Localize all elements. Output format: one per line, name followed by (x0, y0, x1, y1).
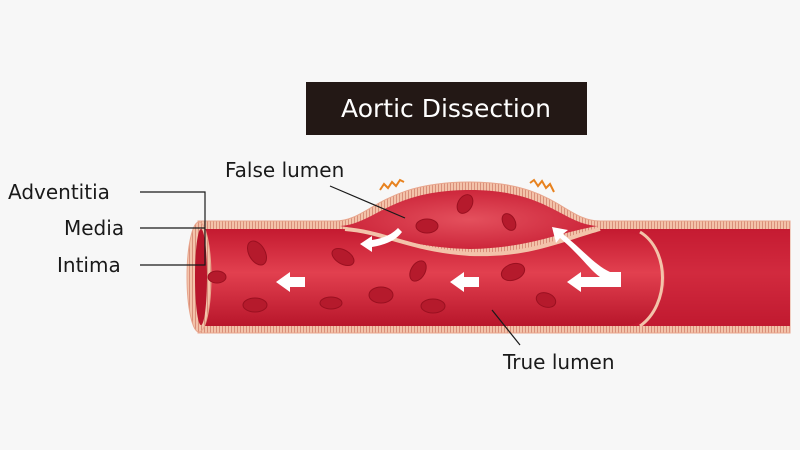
blood-cell (535, 292, 557, 308)
title-text: Aortic Dissection (341, 94, 551, 123)
blood-cell (409, 260, 427, 282)
flow-arrow-left-icon (450, 272, 479, 292)
blood-cell (456, 194, 474, 214)
flow-arrow-left-icon (276, 272, 305, 292)
pain-marks (379, 178, 555, 193)
pain-squiggle-icon (529, 178, 555, 193)
flow-arrows (276, 227, 621, 292)
label-true-lumen: True lumen (502, 350, 615, 374)
label-intima: Intima (57, 253, 121, 277)
blood-cell (207, 270, 227, 284)
blood-cell (247, 240, 267, 266)
vessel-lumen-opening (195, 229, 207, 325)
flow-arrow-reentry-icon (360, 228, 402, 252)
blood-cell (331, 247, 355, 267)
blood-cell (242, 297, 268, 313)
pain-squiggle-icon (379, 178, 405, 191)
layer-leaders (140, 185, 521, 346)
blood-cell (415, 218, 439, 234)
false-lumen-area (340, 190, 598, 249)
title-box: Aortic Dissection (306, 82, 587, 135)
blood-cell (501, 213, 517, 231)
label-false-lumen: False lumen (225, 158, 344, 182)
true-lumen-leader (491, 309, 521, 346)
blood-cell (319, 296, 343, 310)
false-lumen-leader (329, 185, 406, 219)
blood-cell (420, 298, 446, 314)
label-media: Media (64, 216, 124, 240)
blood-cell (368, 286, 394, 304)
blood-cell (500, 262, 526, 282)
label-adventitia: Adventitia (8, 180, 110, 204)
flow-arrow-entry-icon (552, 227, 621, 292)
red-blood-cells (207, 194, 557, 314)
vessel-inner-fold (639, 230, 664, 328)
aorta-vessel (186, 181, 791, 334)
vessel-right-end (620, 231, 790, 326)
